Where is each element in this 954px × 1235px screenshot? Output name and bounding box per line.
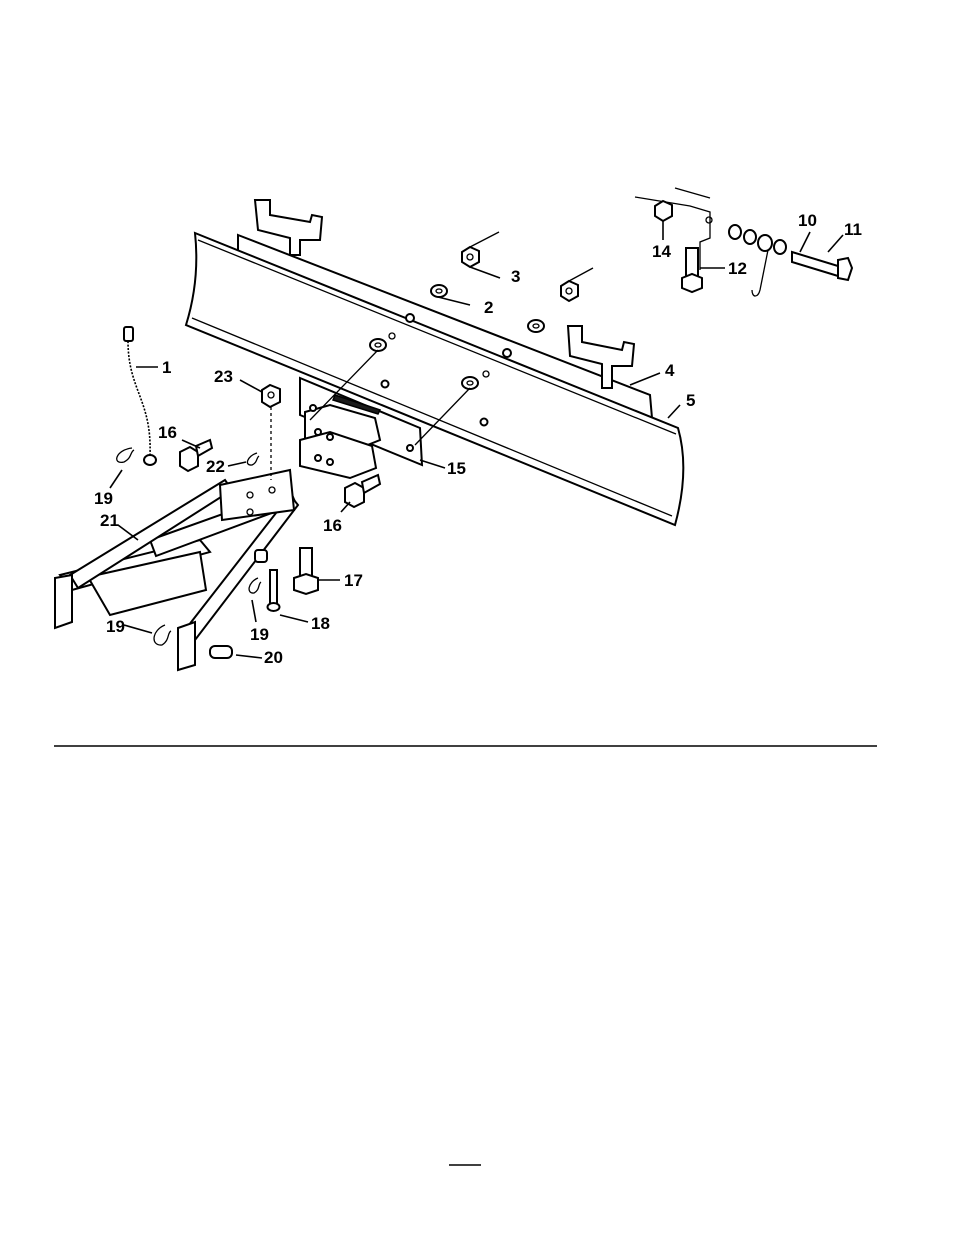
callout-21: 21 — [100, 511, 119, 530]
callout-10: 10 — [798, 211, 817, 230]
hairpin-clip-19-bottom — [154, 625, 171, 645]
washer-part-2-left — [431, 285, 447, 297]
callout-5: 5 — [686, 391, 695, 410]
callout-12: 12 — [728, 259, 747, 278]
hairpin-clip-19-mid — [249, 578, 261, 593]
callout-23: 23 — [214, 367, 233, 386]
nut-part-23 — [262, 385, 280, 407]
callout-3: 3 — [511, 267, 520, 286]
pin-part-20 — [210, 646, 232, 658]
callout-17: 17 — [344, 571, 363, 590]
washer-part-2-right — [528, 320, 544, 332]
callout-19-left: 19 — [94, 489, 113, 508]
hairpin-clip-22 — [247, 453, 259, 465]
callout-16-bottom: 16 — [323, 516, 342, 535]
callout-18: 18 — [311, 614, 330, 633]
callout-4: 4 — [665, 361, 675, 380]
bolt-part-16-bottom — [345, 475, 380, 507]
callout-1: 1 — [162, 358, 171, 377]
callout-16-top: 16 — [158, 423, 177, 442]
nut-part-3-left — [462, 247, 479, 267]
callout-11: 11 — [844, 220, 862, 239]
callout-19-bottom: 19 — [106, 617, 125, 636]
pin-part-18 — [268, 570, 280, 611]
callout-22: 22 — [206, 457, 225, 476]
callout-14: 14 — [652, 242, 671, 261]
callout-20: 20 — [264, 648, 283, 667]
callout-15: 15 — [447, 459, 466, 478]
cable-part-1 — [124, 327, 156, 465]
hairpin-clip-19-left — [117, 448, 134, 462]
callout-2: 2 — [484, 298, 493, 317]
callout-19-mid: 19 — [250, 625, 269, 644]
nut-part-3-right — [561, 281, 578, 301]
frame-bushing — [255, 550, 267, 562]
bolt-part-17 — [294, 548, 318, 594]
